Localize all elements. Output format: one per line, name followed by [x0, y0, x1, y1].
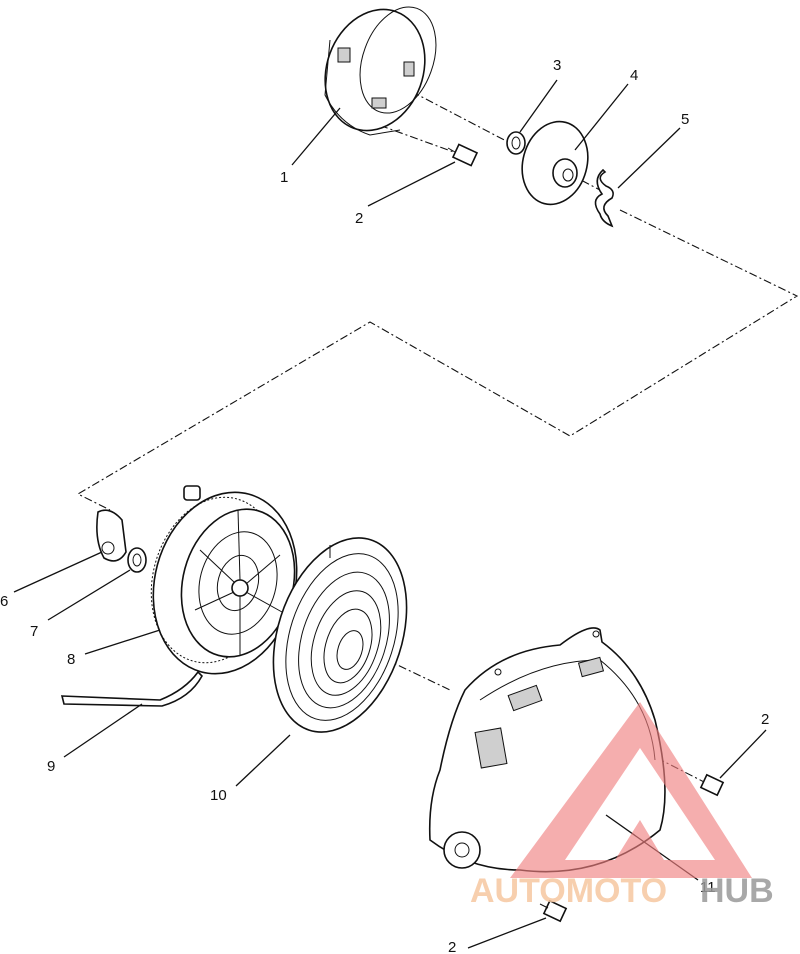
callout-11: 11 — [700, 879, 716, 896]
callout-5: 5 — [681, 111, 689, 128]
watermark-triangle-logo — [510, 702, 752, 878]
part-7-ring — [127, 547, 147, 573]
part-1-cup-housing — [324, 6, 437, 136]
part-4-drive-plate — [521, 120, 589, 206]
part-3-nut — [506, 131, 526, 155]
assembly-outline — [76, 209, 799, 511]
part-5-spring-clip — [594, 168, 614, 228]
part-9-starter-rope — [60, 670, 203, 707]
callout-9: 9 — [47, 758, 55, 775]
watermark-text-hub: HUB — [700, 872, 774, 910]
callout-10: 10 — [210, 787, 227, 804]
part-6-pawl — [96, 509, 127, 562]
callout-2-bottom: 2 — [448, 939, 456, 954]
part-10-recoil-spring — [272, 537, 408, 733]
part-2-bolt-right — [699, 773, 725, 797]
callout-8: 8 — [67, 651, 75, 668]
automotohub-watermark: AUTOMOTO HUB — [470, 702, 774, 910]
callout-1: 1 — [280, 169, 288, 186]
callout-4: 4 — [630, 67, 638, 84]
part-11-starter-cover — [428, 627, 666, 873]
part-2-bolt-top — [447, 143, 479, 167]
part-8-rope-reel — [150, 485, 298, 675]
callout-7: 7 — [30, 623, 38, 640]
part-2-bolt-bottom — [539, 899, 568, 923]
callout-2-right: 2 — [761, 711, 769, 728]
callout-2-top: 2 — [355, 210, 363, 227]
callout-6: 6 — [0, 593, 8, 610]
callout-3: 3 — [553, 57, 561, 74]
watermark-text-automoto: AUTOMOTO — [470, 872, 667, 910]
